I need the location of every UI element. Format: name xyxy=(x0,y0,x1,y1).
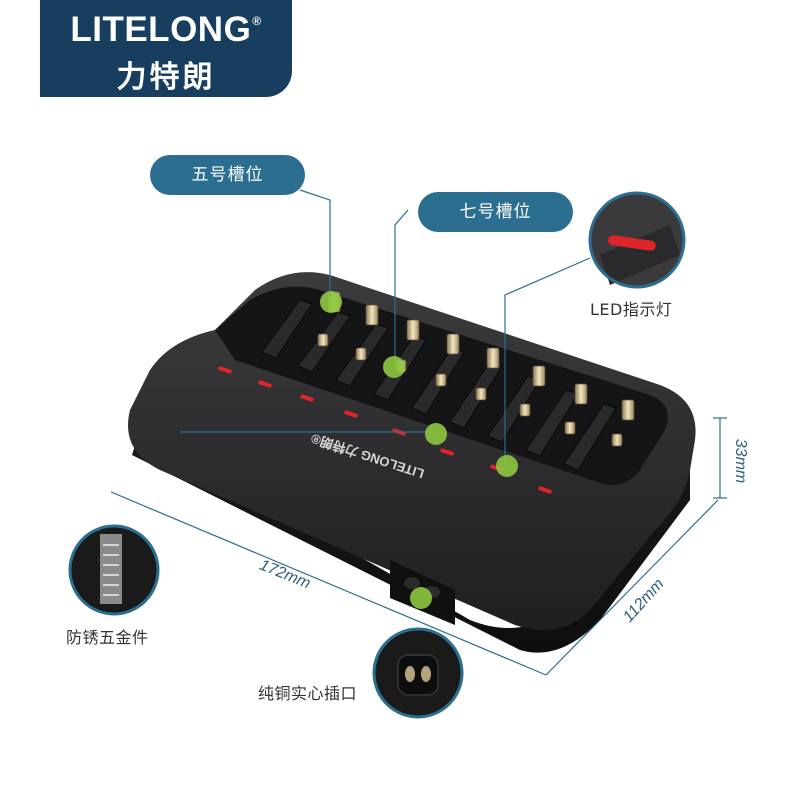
callout-lines xyxy=(180,189,591,465)
registered-mark: ® xyxy=(252,14,262,28)
caption-socket: 纯铜实心插口 xyxy=(258,684,358,703)
dimension-height: 33mm xyxy=(732,438,750,484)
caption-metal: 防锈五金件 xyxy=(66,628,149,647)
socket-zoom xyxy=(372,627,464,719)
caption-led: LED指示灯 xyxy=(590,300,673,319)
metal-zoom xyxy=(68,524,160,616)
brand-name-cn: 力特朗 xyxy=(116,60,216,95)
callout-aa-slot: 五号槽位 xyxy=(150,155,305,195)
led-zoom xyxy=(588,191,686,289)
brand-logo: LITELONG® 力特朗 xyxy=(40,0,292,97)
brand-name-en: LITELONG xyxy=(70,10,252,49)
dimension-lines xyxy=(110,417,727,676)
callout-aaa-slot: 七号槽位 xyxy=(418,192,573,232)
highlight-markers xyxy=(320,291,518,609)
